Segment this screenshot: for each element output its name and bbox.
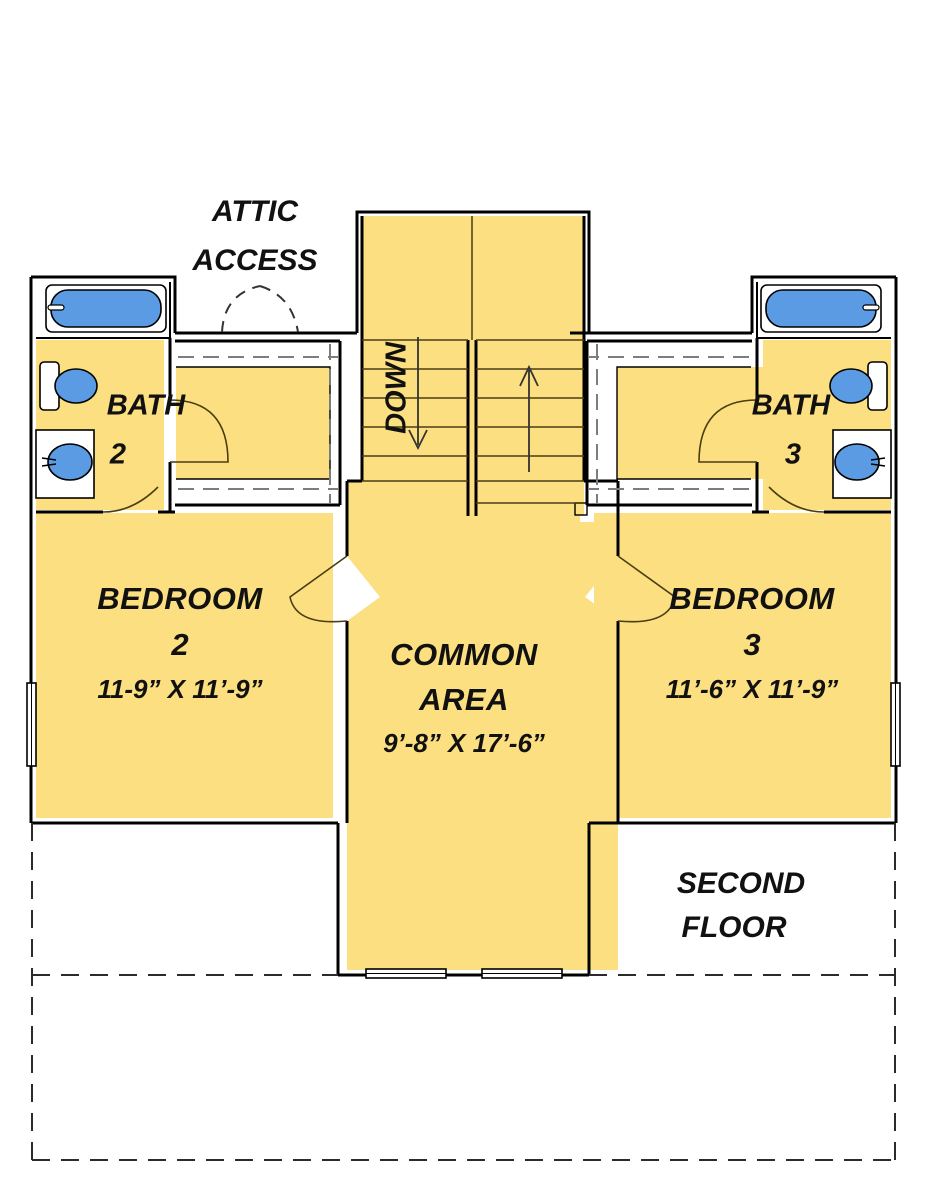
bedroom-2-fill [36, 513, 333, 818]
bedroom-2-label: BEDROOM [97, 581, 263, 616]
bedroom-3-label: BEDROOM [669, 581, 835, 616]
attic-access-label-line1: ATTIC [211, 195, 299, 228]
bedroom-2-number: 2 [170, 627, 188, 662]
building-footprint-outline [31, 823, 896, 1161]
floor-title-line1: SECOND [677, 867, 805, 900]
text-labels: ATTIC ACCESS DOWN BATH 2 BATH 3 BEDROOM … [97, 195, 838, 944]
door-swings [102, 399, 825, 623]
bath-2-number: 2 [109, 439, 126, 471]
bedroom-3-dimensions: 11’-6” X 11’-9” [666, 674, 838, 704]
bath-2-label: BATH [107, 390, 186, 422]
left-storage-fill [176, 367, 330, 479]
toilet-right-bowl [829, 368, 873, 404]
bath-3-number: 3 [785, 439, 801, 471]
bath-2-fixtures [35, 284, 167, 499]
bathtub-left-faucet [47, 304, 65, 311]
bedroom-3-number: 3 [743, 627, 760, 662]
common-area-label-line1: COMMON [390, 637, 538, 672]
right-storage-fill [617, 367, 771, 479]
common-area-dimensions: 9’-8” X 17’-6” [383, 728, 545, 758]
exterior-walls [29, 210, 898, 977]
toilet-left-bowl [54, 368, 98, 404]
common-area-fill [347, 481, 618, 970]
floor-title-line2: FLOOR [682, 911, 787, 944]
bathtub-right-faucet [862, 304, 880, 311]
sink-right-basin [834, 443, 880, 481]
bedroom-3-fill [594, 513, 891, 818]
common-area-label-line2: AREA [418, 682, 509, 717]
stair-down-label: DOWN [381, 341, 413, 434]
bath-3-label: BATH [752, 390, 831, 422]
windows [26, 682, 901, 979]
attic-access-indicator [221, 285, 299, 333]
bath-3-fixtures [760, 284, 892, 499]
sink-left-basin [47, 443, 93, 481]
stairwell-fill [362, 216, 584, 516]
sloped-ceiling-indicators [178, 344, 749, 503]
room-fills [36, 216, 891, 970]
bathtub-left [50, 289, 162, 328]
stair-arrows [408, 337, 539, 472]
attic-access-label-line2: ACCESS [191, 244, 317, 277]
bathtub-right [765, 289, 877, 328]
bedroom-2-dimensions: 11-9” X 11’-9” [97, 674, 262, 704]
